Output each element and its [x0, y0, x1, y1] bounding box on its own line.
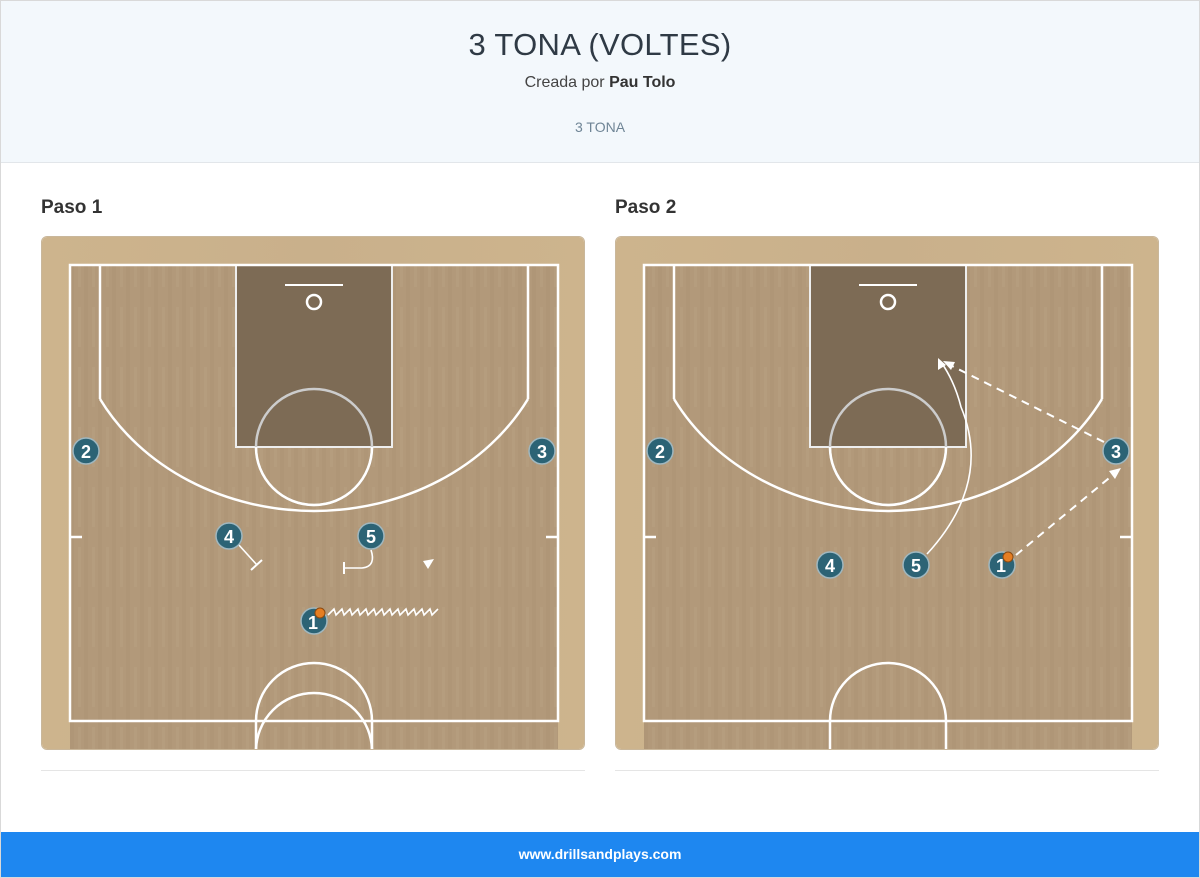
basket-rim: [879, 293, 897, 311]
step-2-title: Paso 2: [615, 197, 677, 218]
dribble-arrowhead: [423, 559, 434, 569]
player-3[interactable]: 3: [1102, 437, 1130, 465]
screen-bar-4: [250, 559, 263, 571]
play-tag[interactable]: 3 TONA: [574, 119, 626, 135]
screen-line-5: [344, 549, 374, 569]
basketball-icon: [314, 607, 326, 619]
author-name[interactable]: Pau Tolo: [609, 74, 676, 91]
player-2-number: 2: [81, 442, 91, 462]
cut-arrowhead: [938, 358, 946, 370]
court-diagram-step-1: 2 3 4 5 1: [41, 236, 585, 750]
free-throw-circle-bottom: [254, 446, 374, 507]
player-3-number: 3: [537, 442, 547, 462]
center-circle: [254, 661, 374, 749]
player-4[interactable]: 4: [215, 522, 243, 550]
player-5[interactable]: 5: [357, 522, 385, 550]
player-1-number: 1: [308, 613, 318, 633]
step-1-title: Paso 1: [41, 197, 103, 218]
paint-area: [809, 264, 967, 448]
player-5-number: 5: [911, 556, 921, 576]
center-circle: [828, 661, 948, 749]
player-3-number: 3: [1111, 442, 1121, 462]
free-throw-circle-bottom: [828, 446, 948, 507]
player-1[interactable]: 1: [988, 551, 1016, 579]
play-title: 3 TONA (VOLTES): [468, 27, 732, 62]
footer-site-link[interactable]: www.drillsandplays.com: [1, 832, 1199, 877]
basketball-icon: [1002, 551, 1014, 563]
court-diagram-step-2: 2 3 4 5 1: [615, 236, 1159, 750]
court-floor-bottom: [644, 721, 1132, 749]
court-svg-step-1: 2 3 4 5 1: [42, 237, 584, 749]
step-1-divider: [41, 770, 585, 771]
step-2: Paso 2: [615, 197, 1159, 771]
court-svg-step-2: 2 3 4 5 1: [616, 237, 1158, 749]
step-2-divider: [615, 770, 1159, 771]
paint-area: [235, 264, 393, 448]
player-5[interactable]: 5: [902, 551, 930, 579]
pass-line-3-to-5: [951, 365, 1105, 443]
court-lines: [642, 263, 1134, 723]
author-prefix: Creada por: [524, 74, 605, 91]
player-4-number: 4: [825, 556, 835, 576]
player-2-number: 2: [655, 442, 665, 462]
basket-rim: [305, 293, 323, 311]
player-3[interactable]: 3: [528, 437, 556, 465]
pass-line-1-to-3: [1015, 473, 1115, 556]
pass-arrowhead-2: [943, 361, 955, 370]
court-floor-bottom: [70, 721, 558, 749]
step-1: Paso 1: [41, 197, 585, 771]
cut-path-5: [926, 361, 972, 555]
player-4-number: 4: [224, 527, 234, 547]
player-5-number: 5: [366, 527, 376, 547]
play-header: 3 TONA (VOLTES) Creada por Pau Tolo 3 TO…: [1, 1, 1199, 163]
dribble-path-1: [327, 607, 439, 617]
author-line: Creada por Pau Tolo: [1, 74, 1199, 92]
player-2[interactable]: 2: [72, 437, 100, 465]
player-1[interactable]: 1: [300, 607, 328, 635]
screen-line-4: [237, 543, 258, 566]
player-4[interactable]: 4: [816, 551, 844, 579]
player-1-number: 1: [996, 556, 1006, 576]
pass-arrowhead-1: [1109, 468, 1121, 479]
court-lines: [68, 263, 560, 749]
player-2[interactable]: 2: [646, 437, 674, 465]
